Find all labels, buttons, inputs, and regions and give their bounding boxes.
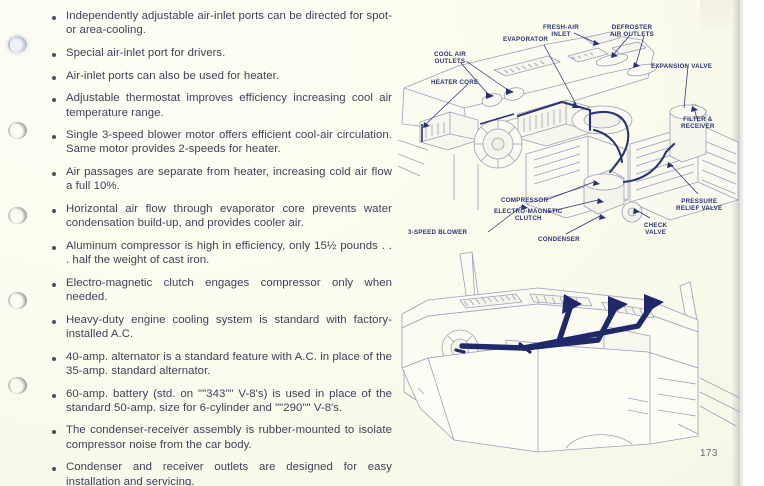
diagram-label-filter-receiver: FILTER & RECEIVER (681, 116, 715, 131)
list-item: Aluminum compressor is high in efficienc… (52, 239, 392, 267)
bullet-dot-icon (52, 98, 56, 103)
list-item-text: 40-amp. alternator is a standard feature… (66, 350, 392, 377)
list-item: The condenser-receiver assembly is rubbe… (52, 423, 392, 451)
list-item: Heavy-duty engine cooling system is stan… (52, 313, 392, 341)
bullet-dot-icon (52, 245, 56, 250)
bullet-dot-icon (52, 467, 56, 472)
list-item-text: The condenser-receiver assembly is rubbe… (66, 424, 392, 451)
instrument-panel-illustration (401, 251, 741, 453)
binding-hole-1 (8, 36, 27, 53)
list-item-text: Heavy-duty engine cooling system is stan… (66, 313, 392, 340)
list-item-text: Horizontal air flow through evaporator c… (66, 203, 392, 230)
bullet-dot-icon (52, 172, 56, 177)
diagram-label-check-valve: CHECK VALVE (644, 222, 668, 237)
list-item-text: Adjustable thermostat improves efficienc… (66, 92, 392, 119)
list-item: 60-amp. battery (std. on ""343"" V-8's) … (52, 387, 392, 415)
binding-hole-2 (8, 122, 27, 139)
list-item: Horizontal air flow through evaporator c… (52, 202, 392, 230)
list-item-text: Condenser and receiver outlets are desig… (66, 461, 392, 486)
page-outer-margin (742, 0, 764, 486)
list-item: Air passages are separate from heater, i… (52, 165, 392, 193)
diagram-label-3-speed-blower: 3-SPEED BLOWER (408, 229, 468, 236)
bullet-dot-icon (52, 16, 56, 20)
bullet-dot-icon (52, 393, 56, 398)
list-item-text: Single 3-speed blower motor offers effic… (66, 129, 392, 156)
ac-system-illustration (397, 31, 739, 235)
diagram-label-pressure-relief-valve: PRESSURE RELIEF VALVE (676, 198, 723, 213)
bullet-dot-icon (52, 209, 56, 214)
list-item: 40-amp. alternator is a standard feature… (52, 350, 392, 378)
diagram-label-heater-core: HEATER CORE (431, 79, 479, 86)
list-item: Single 3-speed blower motor offers effic… (52, 128, 392, 156)
page-number: 173 (700, 448, 718, 459)
bullet-dot-icon (52, 282, 56, 287)
binding-hole-5 (8, 377, 27, 394)
list-item-text: 60-amp. battery (std. on ""343"" V-8's) … (66, 387, 392, 414)
list-item-text: Aluminum compressor is high in efficienc… (66, 239, 392, 267)
instrument-panel-airflow-diagram (398, 248, 742, 464)
diagram-label-compressor: COMPRESSOR (501, 197, 549, 204)
list-item-text: Independently adjustable air-inlet ports… (66, 10, 392, 37)
list-item-text: Air passages are separate from heater, i… (66, 166, 392, 193)
paper-right-edge (732, 0, 742, 486)
diagram-label-electro-magnetic-clutch: ELECTRO-MAGNETIC CLUTCH (494, 208, 563, 223)
diagram-label-expansion-valve: EXPANSION VALVE (651, 63, 713, 70)
bullet-dot-icon (52, 135, 56, 140)
list-item: Special air-inlet port for drivers. (52, 46, 392, 60)
diagram-label-cool-air-outlets: COOL AIR OUTLETS (434, 51, 466, 66)
list-item: Adjustable thermostat improves efficienc… (52, 91, 392, 119)
list-item-text: Electro-magnetic clutch engages compress… (66, 276, 392, 304)
diagram-label-condenser: CONDENSER (538, 236, 580, 243)
bullet-dot-icon (52, 319, 56, 324)
bullet-dot-icon (52, 75, 56, 80)
diagram-label-defroster-outlets: DEFROSTER AIR OUTLETS (610, 24, 654, 39)
bullet-dot-icon (52, 52, 56, 57)
list-item: Independently adjustable air-inlet ports… (52, 9, 392, 37)
binding-hole-4 (8, 292, 27, 309)
diagram-label-evaporator: EVAPORATOR (503, 36, 549, 43)
ac-system-cutaway-diagram: COOL AIR OUTLETS EVAPORATOR FRESH-AIR IN… (397, 4, 742, 254)
bullet-dot-icon (52, 430, 56, 435)
list-item-text: Special air-inlet port for drivers. (66, 46, 226, 59)
list-item-text: Air-inlet ports can also be used for hea… (66, 69, 280, 82)
list-item: Condenser and receiver outlets are desig… (52, 460, 392, 486)
feature-bullet-list: Independently adjustable air-inlet ports… (52, 9, 392, 486)
bullet-dot-icon (52, 356, 56, 361)
list-item: Air-inlet ports can also be used for hea… (52, 69, 392, 83)
binding-hole-3 (8, 207, 27, 224)
diagram-label-fresh-air-inlet: FRESH-AIR INLET (543, 24, 579, 39)
list-item: Electro-magnetic clutch engages compress… (52, 276, 392, 304)
